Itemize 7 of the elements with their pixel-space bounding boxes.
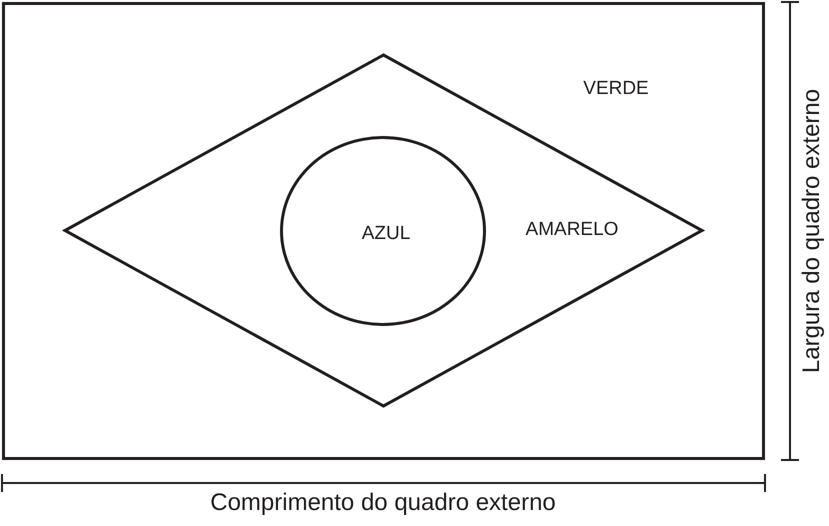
color-label: VERDE [583,78,649,100]
flag-rectangle [2,2,765,460]
dimension-label: Largura do quadro externo [798,88,826,374]
circle-shape [280,136,486,326]
color-label: AZUL [362,223,410,245]
dimension-label: Comprimento do quadro externo [210,489,556,517]
color-label: AMARELO [526,219,618,241]
